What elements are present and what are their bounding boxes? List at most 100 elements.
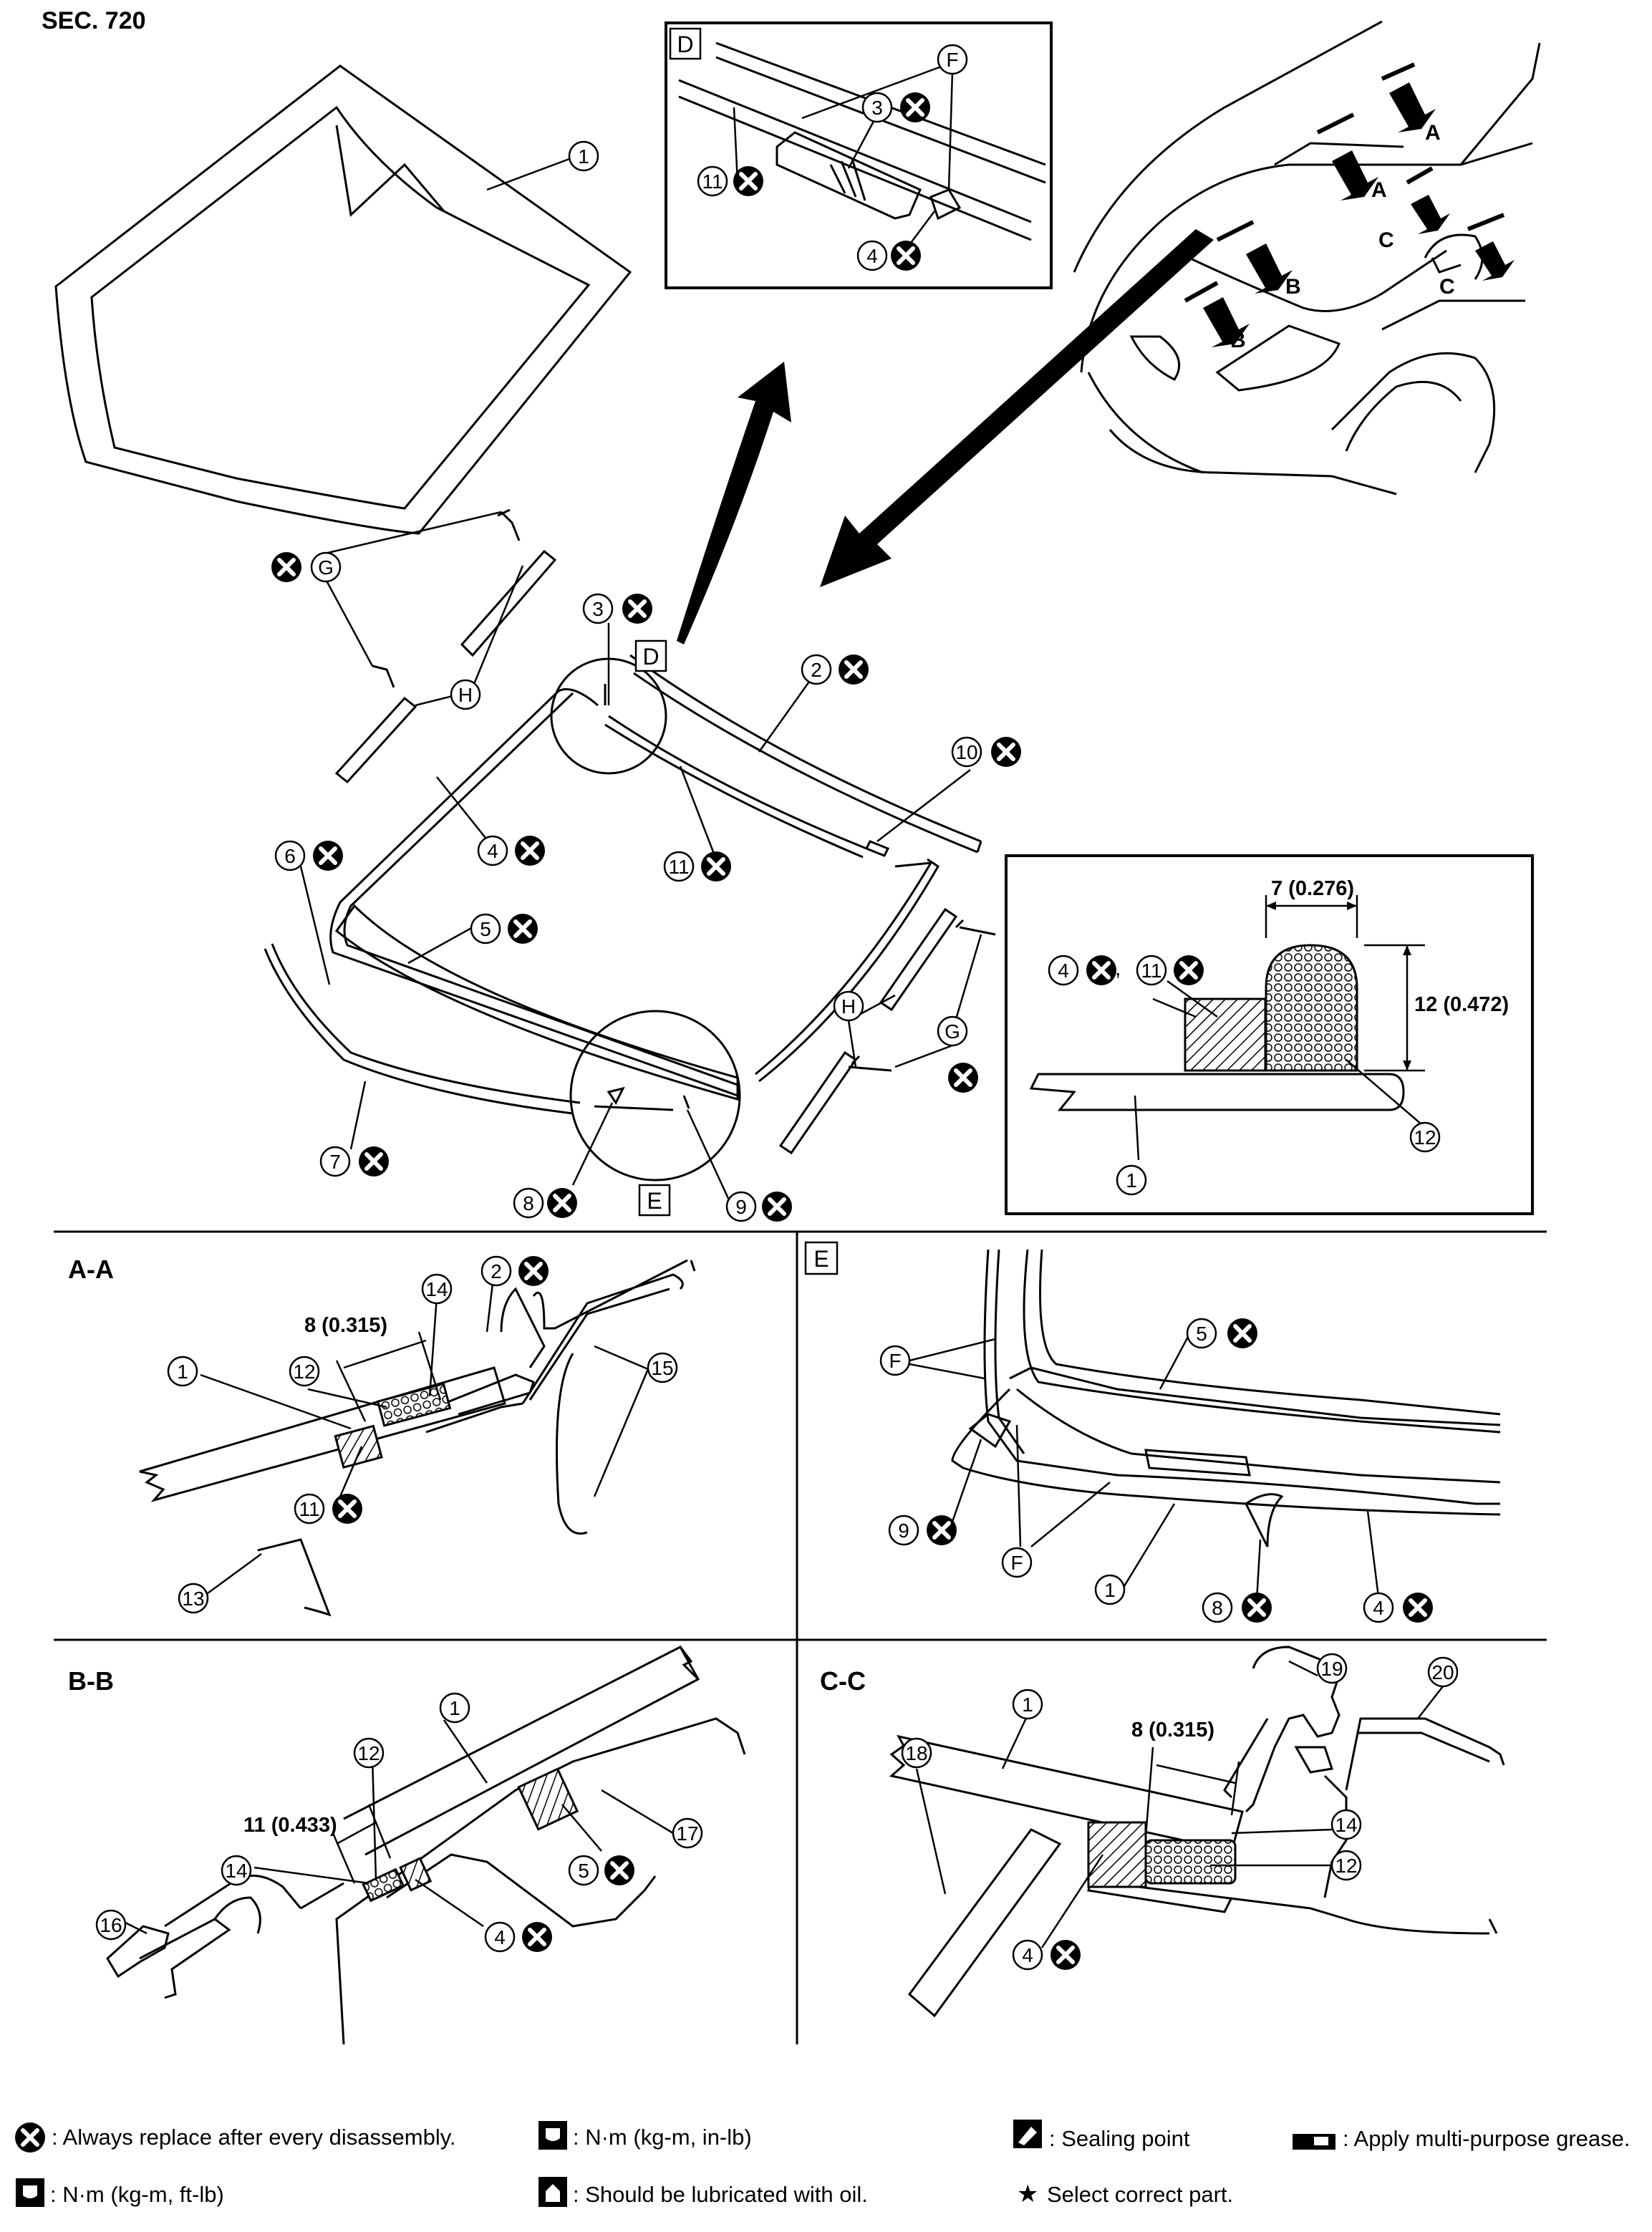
svg-text:11: 11 — [668, 856, 689, 878]
comma: , — [1115, 957, 1121, 980]
svg-text:12: 12 — [293, 1361, 315, 1383]
svg-text:12: 12 — [1414, 1126, 1436, 1149]
svg-text:G: G — [945, 1020, 960, 1043]
fasteners-g-h-left — [334, 508, 557, 784]
svg-text:9: 9 — [898, 1520, 909, 1542]
legend: : Always replace after every disassembly… — [15, 2120, 1631, 2208]
zoom-circle-e — [569, 1010, 741, 1182]
box-letter-e-section: E — [813, 1246, 829, 1272]
dim-bb: 11 (0.433) — [243, 1814, 337, 1837]
bb-bead — [362, 1868, 405, 1903]
star-icon: ★ — [1017, 2180, 1038, 2208]
aa-dimension — [335, 1331, 442, 1422]
svg-text:A: A — [1371, 178, 1387, 202]
svg-text:13: 13 — [182, 1588, 204, 1610]
legend-sealing: : Sealing point — [1013, 2120, 1190, 2151]
aa-hatch — [334, 1424, 383, 1469]
svg-text:G: G — [318, 556, 334, 579]
svg-text:F: F — [1010, 1552, 1023, 1574]
bead-detail-box: 7 (0.276) 12 (0.472) , — [1005, 854, 1534, 1215]
svg-text:5: 5 — [578, 1860, 589, 1882]
svg-text:F: F — [946, 49, 958, 71]
box-letter-d-detail: D — [677, 32, 693, 57]
svg-text:12: 12 — [357, 1742, 380, 1764]
bb-dimension — [332, 1804, 392, 1884]
svg-text:4: 4 — [1022, 1944, 1033, 1966]
dim-height-12: 12 (0.472) — [1414, 993, 1509, 1016]
svg-text:1: 1 — [1104, 1579, 1116, 1601]
legend-oil: : Should be lubricated with oil. — [538, 2177, 868, 2207]
fasteners-g-h-right — [778, 907, 996, 1155]
car-illustration — [1073, 20, 1541, 496]
svg-text:14: 14 — [225, 1860, 247, 1882]
svg-text:10: 10 — [955, 741, 977, 763]
svg-text:: Should be lubricated with oi: : Should be lubricated with oil. — [573, 2182, 868, 2207]
svg-text:5: 5 — [480, 918, 491, 940]
svg-text:4: 4 — [1373, 1597, 1384, 1619]
svg-text:11: 11 — [702, 170, 723, 193]
section-label-cc: C-C — [820, 1666, 866, 1696]
arrow-to-detail-d — [677, 362, 791, 644]
cc-bead — [1144, 1839, 1237, 1885]
car-section-letters: A A C C B B — [1230, 121, 1455, 352]
legend-replace: : Always replace after every disassembly… — [15, 2122, 456, 2153]
svg-text:3: 3 — [871, 97, 883, 119]
svg-text:A: A — [1425, 121, 1441, 145]
svg-text:2: 2 — [811, 659, 822, 681]
box-letter-d-main: D — [642, 644, 659, 670]
moldings-exploded — [264, 654, 982, 1115]
box-letter-e-main: E — [647, 1188, 662, 1214]
section-aa-drawing — [139, 1259, 696, 1617]
svg-text:6: 6 — [284, 845, 296, 867]
svg-text:4: 4 — [1058, 960, 1069, 982]
svg-text:F: F — [889, 1350, 901, 1372]
svg-text:8: 8 — [1212, 1597, 1223, 1619]
bb-hatch-4 — [399, 1857, 433, 1892]
cc-dimension — [1144, 1747, 1240, 1837]
svg-text:7: 7 — [329, 1151, 341, 1173]
svg-text:: N·m (kg-m, ft-lb): : N·m (kg-m, ft-lb) — [50, 2182, 224, 2207]
svg-text:11: 11 — [1141, 960, 1161, 982]
legend-torque-in: : N·m (kg-m, in-lb) — [538, 2121, 752, 2150]
callouts: 1 3 2 10 11 4 5 6 7 8 9 3 11 4 4 11 1 12… — [95, 92, 1459, 1971]
svg-text:C: C — [1439, 275, 1455, 299]
svg-text:C: C — [1378, 228, 1394, 252]
svg-text:8: 8 — [523, 1192, 534, 1214]
svg-text:Select correct part.: Select correct part. — [1047, 2182, 1233, 2207]
letter-callouts: G H H G F — [310, 44, 968, 1047]
svg-text:15: 15 — [651, 1357, 673, 1379]
legend-grease: : Apply multi-purpose grease. — [1293, 2126, 1631, 2151]
svg-text:1: 1 — [1126, 1169, 1137, 1192]
svg-text:12: 12 — [1335, 1855, 1357, 1877]
svg-text:1: 1 — [1022, 1694, 1033, 1716]
section-arrows — [1203, 82, 1515, 347]
legend-select: ★ Select correct part. — [1017, 2180, 1233, 2208]
svg-text:2: 2 — [491, 1260, 502, 1282]
svg-text:B: B — [1285, 275, 1301, 299]
section-label-bb: B-B — [68, 1666, 114, 1696]
svg-text:5: 5 — [1196, 1323, 1207, 1345]
svg-text:: Apply multi-purpose grease.: : Apply multi-purpose grease. — [1343, 2126, 1631, 2151]
dim-width-7: 7 (0.276) — [1271, 877, 1354, 900]
aa-bead — [376, 1382, 452, 1427]
arrow-from-car — [820, 229, 1214, 587]
svg-text:9: 9 — [735, 1196, 747, 1218]
svg-text:16: 16 — [100, 1914, 122, 1936]
svg-text:20: 20 — [1431, 1661, 1454, 1683]
cc-hatch — [1087, 1821, 1147, 1888]
svg-text:4: 4 — [494, 1926, 506, 1948]
svg-text:3: 3 — [592, 598, 604, 620]
svg-text:4: 4 — [866, 245, 878, 267]
svg-text:B: B — [1230, 329, 1246, 352]
detail-d-box — [665, 21, 1053, 289]
legend-torque-ft: : N·m (kg-m, ft-lb) — [16, 2178, 224, 2207]
panel-dividers — [54, 1230, 1547, 2044]
svg-text:14: 14 — [1335, 1814, 1357, 1836]
bb-hatch-5 — [517, 1767, 579, 1831]
svg-text:19: 19 — [1320, 1658, 1343, 1680]
section-cc-drawing — [889, 1646, 1505, 2018]
svg-text:1: 1 — [177, 1361, 188, 1383]
section-label-aa: A-A — [68, 1255, 114, 1284]
svg-text:: N·m (kg-m, in-lb): : N·m (kg-m, in-lb) — [573, 2125, 752, 2150]
